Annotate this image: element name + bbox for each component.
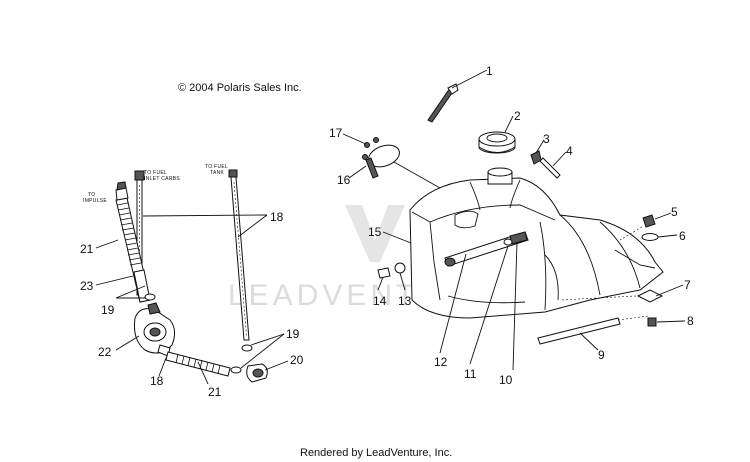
sending-unit-16 <box>362 137 400 179</box>
fuel-line-18-tank <box>228 169 250 341</box>
callout-21-upper: 21 <box>80 242 94 256</box>
grommet-11 <box>503 238 513 246</box>
callout-2: 2 <box>514 109 521 123</box>
callout-16: 16 <box>337 173 351 187</box>
callout-4: 4 <box>566 144 573 158</box>
to-tank-line2: TANK <box>210 170 225 176</box>
to-carbs-line1: TO FUEL <box>144 170 167 176</box>
vent-line-4 <box>539 157 561 179</box>
to-impulse-line1: TO <box>88 192 95 198</box>
callout-14: 14 <box>373 294 387 308</box>
callout-23: 23 <box>80 279 94 293</box>
washer-6 <box>641 233 659 241</box>
callout-22: 22 <box>98 345 112 359</box>
watermark-logo-icon <box>345 205 405 262</box>
callout-5: 5 <box>671 205 678 219</box>
copyright-text: © 2004 Polaris Sales Inc. <box>178 82 302 94</box>
washer-13 <box>394 262 406 274</box>
callout-9: 9 <box>598 348 605 362</box>
fuel-tank-assembly <box>362 83 664 345</box>
bracket-7 <box>636 289 664 303</box>
clamp-19c <box>230 366 242 374</box>
callout-11: 11 <box>464 367 477 381</box>
callout-6: 6 <box>679 229 686 243</box>
callout-13: 13 <box>398 294 412 308</box>
callout-20: 20 <box>290 353 304 367</box>
clamp-19b <box>241 344 253 352</box>
fuel-hose-21 <box>165 351 231 377</box>
fuel-cap-2 <box>478 131 516 154</box>
leader-lines <box>95 69 686 385</box>
to-carbs-line2: INLET CARBS <box>144 176 180 182</box>
bolt-8 <box>647 317 657 327</box>
callout-1: 1 <box>486 64 493 78</box>
callout-labels: 1 2 3 4 5 6 7 8 9 10 11 12 13 14 15 16 1… <box>80 64 694 399</box>
impulse-hose-21 <box>115 181 151 303</box>
fitting-20 <box>246 363 268 383</box>
callout-18-lower: 18 <box>150 374 164 388</box>
callout-19-right: 19 <box>286 327 300 341</box>
callout-3: 3 <box>543 132 550 146</box>
fitting-14 <box>377 267 391 279</box>
callout-15: 15 <box>368 225 382 239</box>
fuel-valve-22 <box>134 302 176 357</box>
to-tank-line1: TO FUEL <box>205 164 228 170</box>
callout-17: 17 <box>329 126 343 140</box>
callout-8: 8 <box>687 314 694 328</box>
callout-21-lower: 21 <box>208 385 222 399</box>
callout-7: 7 <box>684 278 691 292</box>
footer-text: Rendered by LeadVenture, Inc. <box>300 447 452 459</box>
callout-18-upper: 18 <box>270 210 284 224</box>
callout-19-left: 19 <box>101 303 115 317</box>
clamp-19a <box>144 293 156 301</box>
fuel-tank-15 <box>409 167 664 319</box>
callout-12: 12 <box>434 355 448 369</box>
to-impulse-line2: IMPULSE <box>83 198 107 204</box>
fuel-line-assembly: TO IMPULSE TO FUEL INLET CARBS TO FUEL T… <box>83 164 268 383</box>
nut-5 <box>642 214 656 228</box>
strip-9 <box>537 317 621 345</box>
vent-1 <box>427 83 459 123</box>
callout-10: 10 <box>499 373 513 387</box>
